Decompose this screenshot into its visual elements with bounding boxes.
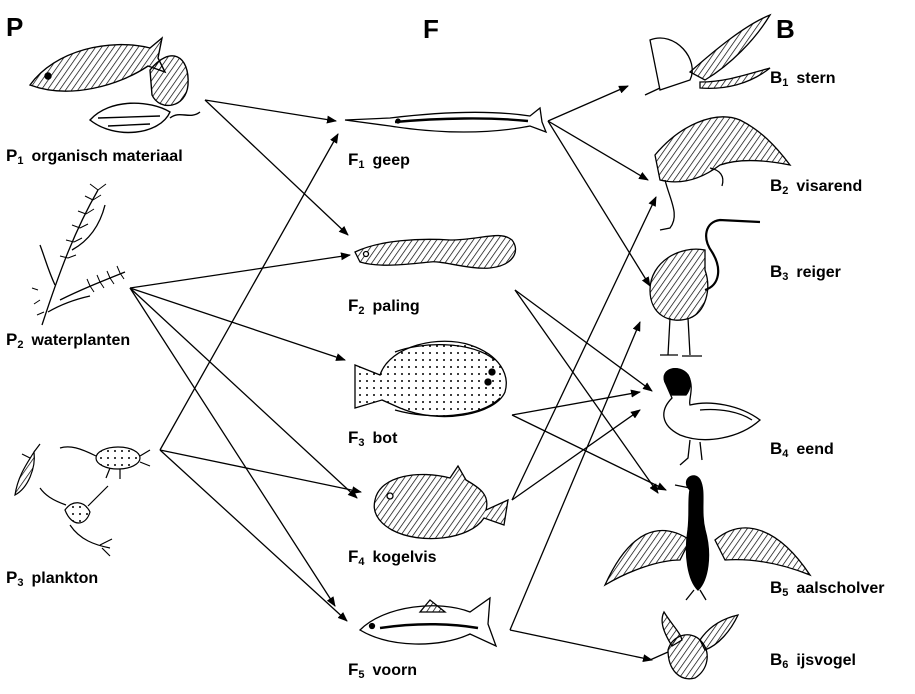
flounder-drawing xyxy=(354,340,507,418)
duck-drawing xyxy=(663,368,762,466)
osprey-drawing xyxy=(654,116,792,231)
plankton-drawing xyxy=(14,443,151,557)
water-plant-drawing xyxy=(31,183,126,326)
eel-drawing xyxy=(354,234,517,269)
roach-drawing xyxy=(358,596,498,648)
tern-drawing xyxy=(644,13,772,96)
column-heading-producers: P xyxy=(6,12,24,42)
heron-drawing xyxy=(649,218,761,357)
cormorant-drawing xyxy=(603,475,812,601)
column-heading-birds: B xyxy=(776,14,795,44)
kingfisher-drawing xyxy=(649,610,740,680)
garfish-drawing xyxy=(344,106,548,134)
food-web-arrows xyxy=(129,85,667,663)
column-heading-fish: F xyxy=(423,14,439,44)
pufferfish-drawing xyxy=(373,464,509,540)
organic-material-drawing xyxy=(28,36,201,134)
